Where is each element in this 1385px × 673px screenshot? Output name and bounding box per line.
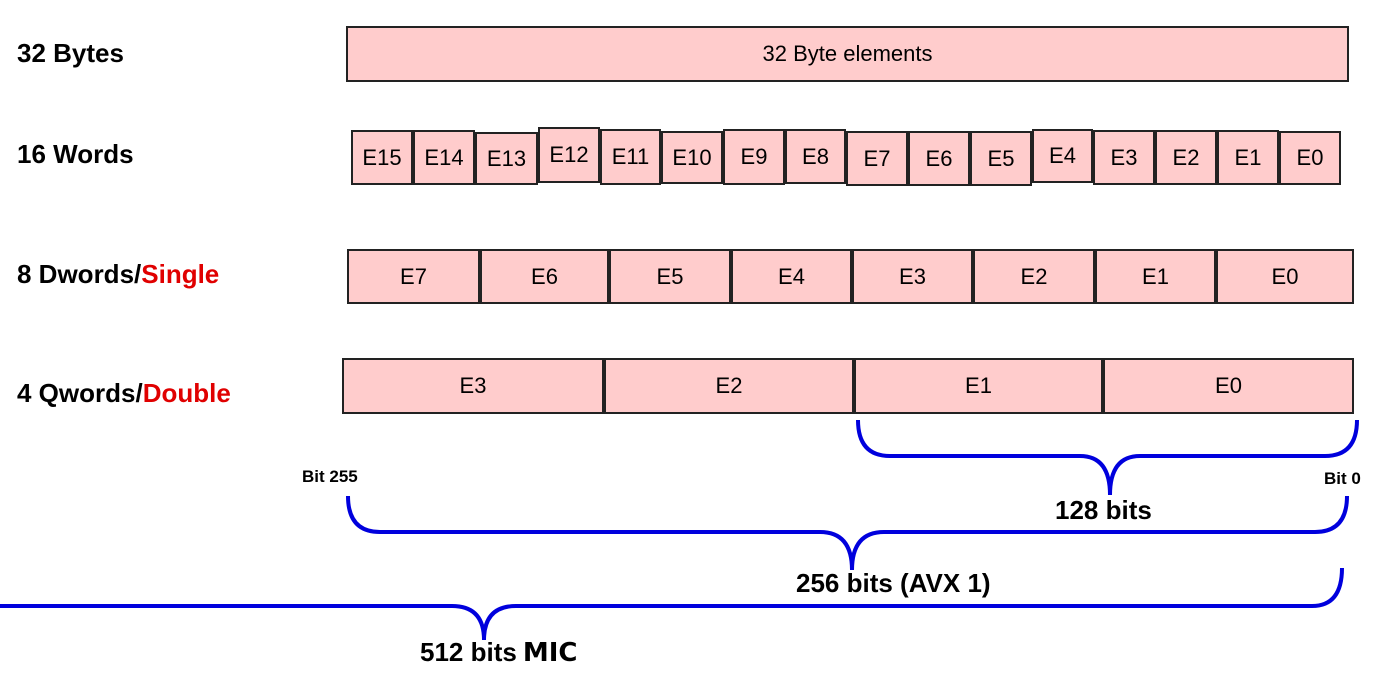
brace-128-bits — [856, 419, 1359, 496]
label-256-bits: 256 bits (AVX 1) — [796, 568, 991, 598]
words-cell-e13: E13 — [475, 132, 538, 185]
bit-255-label: Bit 255 — [302, 467, 358, 486]
words-cell-e1: E1 — [1217, 130, 1279, 185]
dwords-cell-e0: E0 — [1216, 249, 1354, 304]
words-cell-e3: E3 — [1093, 130, 1155, 185]
words-cell-e12: E12 — [538, 127, 600, 183]
double-highlight: Double — [142, 378, 231, 408]
row-label-qwords: 4 Qwords/Double — [17, 378, 231, 408]
dwords-cell-e3: E3 — [852, 249, 973, 304]
words-cell-e2: E2 — [1155, 130, 1217, 185]
dwords-cell-e1: E1 — [1095, 249, 1216, 304]
words-cell-e7: E7 — [846, 131, 908, 186]
row-label-dwords: 8 Dwords/Single — [17, 259, 220, 289]
mic-label: MIC — [522, 638, 578, 668]
dwords-cell-e2: E2 — [973, 249, 1095, 304]
qwords-cell-e3: E3 — [342, 358, 604, 414]
words-cell-e4: E4 — [1032, 129, 1093, 183]
dwords-cell-e4: E4 — [731, 249, 852, 304]
single-highlight: Single — [141, 259, 220, 289]
words-cell-e9: E9 — [723, 129, 785, 185]
words-cell-e11: E11 — [600, 129, 661, 185]
dwords-cell-e6: E6 — [480, 249, 609, 304]
dwords-cell-e5: E5 — [609, 249, 731, 304]
qwords-cell-e1: E1 — [854, 358, 1103, 414]
label-128-bits: 128 bits — [1055, 495, 1152, 525]
dwords-cell-e7: E7 — [347, 249, 480, 304]
bit-0-label: Bit 0 — [1324, 469, 1361, 488]
words-cell-e10: E10 — [661, 131, 723, 184]
words-cell-e5: E5 — [970, 131, 1032, 186]
words-cell-e0: E0 — [1279, 131, 1341, 185]
row-label-words: 16 Words — [17, 139, 134, 169]
brace-256-bits — [346, 495, 1349, 571]
brace-512-bits — [0, 567, 1344, 641]
row-label-bytes: 32 Bytes — [17, 38, 124, 68]
words-cell-e15: E15 — [351, 130, 413, 185]
words-cell-e8: E8 — [785, 129, 846, 184]
qwords-cell-e2: E2 — [604, 358, 854, 414]
words-cell-e6: E6 — [908, 131, 970, 186]
words-cell-e14: E14 — [413, 130, 475, 185]
qwords-cell-e0: E0 — [1103, 358, 1354, 414]
byte-elements-bar: 32 Byte elements — [346, 26, 1349, 82]
